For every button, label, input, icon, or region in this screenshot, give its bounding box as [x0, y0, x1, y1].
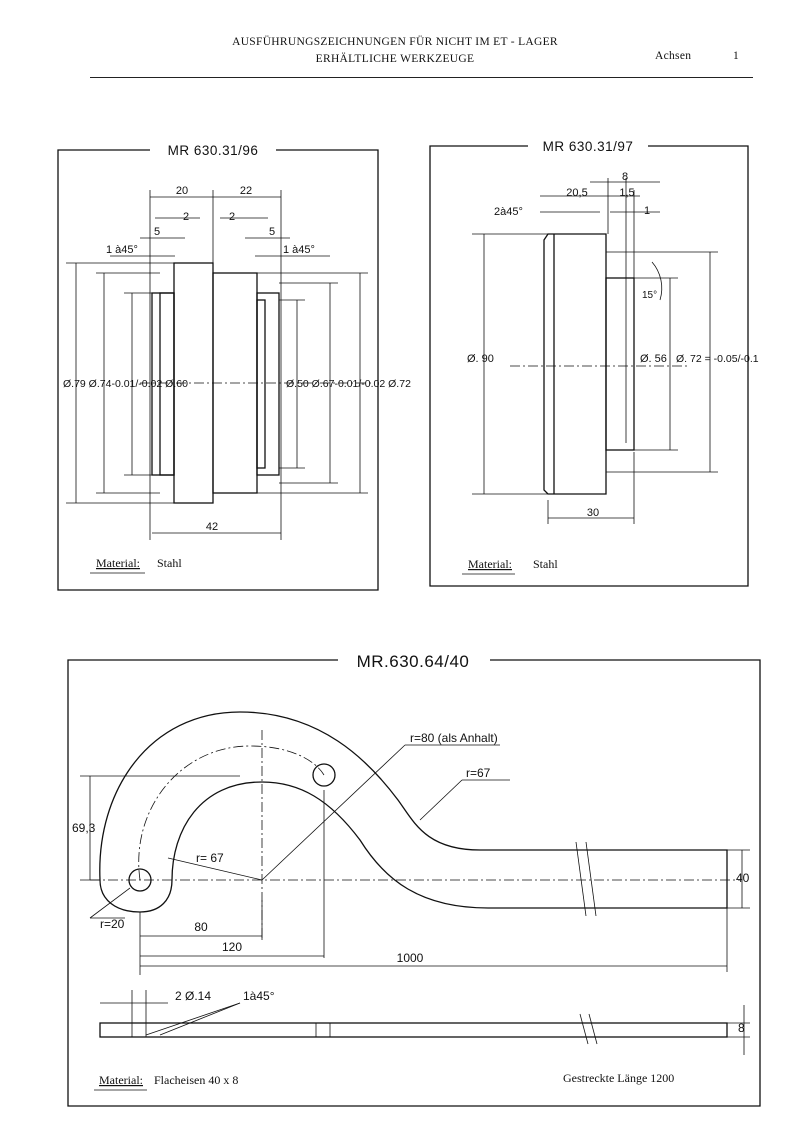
- material-2: Material: Stahl: [462, 557, 558, 575]
- material-value-1: Stahl: [157, 556, 182, 570]
- material-value-2: Stahl: [533, 557, 558, 571]
- dim-69-3: 69,3: [72, 821, 96, 835]
- drawing-mr-630-31-96: MR 630.31/96 20 2: [57, 143, 411, 591]
- frame-drawing-2: [429, 145, 749, 587]
- dim-angle-15: 15°: [642, 290, 657, 301]
- dim-2-left: 2: [183, 211, 189, 223]
- dim-5-right: 5: [269, 226, 275, 238]
- dim-dia-72: Ø. 72 = -0.05/-0.1: [676, 353, 759, 365]
- dimension-labels-3: r=80 (als Anhalt) r=67 r= 67 r=20 69,3 4…: [72, 731, 750, 965]
- stretched-length: Gestreckte Länge 1200: [563, 1071, 674, 1085]
- dimension-lines-1: [66, 190, 368, 540]
- material-label-3: Material:: [99, 1073, 143, 1087]
- dim-30: 30: [587, 507, 599, 519]
- dim-diameters-left: Ø.79 Ø.74-0.01/-0.02 Ø.60: [63, 378, 188, 390]
- dim-120: 120: [222, 940, 242, 954]
- dimension-lines-2: [472, 178, 718, 524]
- part-body-1: [140, 262, 372, 504]
- drawing-1-title: MR 630.31/96: [168, 143, 259, 158]
- header-title-line1: AUSFÜHRUNGSZEICHNUNGEN FÜR NICHT IM ET -…: [232, 36, 558, 48]
- dimension-lines-3: [80, 744, 750, 975]
- dim-r80: r=80 (als Anhalt): [410, 731, 498, 745]
- dim-1000: 1000: [397, 951, 424, 965]
- drawing-2-title: MR 630.31/97: [543, 139, 634, 154]
- dim-chamfer-right: 1 à45°: [283, 244, 315, 256]
- frame-drawing-3: [67, 659, 761, 1107]
- page-number: 1: [733, 50, 740, 62]
- dim-8: 8: [622, 171, 628, 183]
- dim-2-right: 2: [229, 211, 235, 223]
- drawing-mr-630-31-97: MR 630.31/97 8 20,5 1,5 2à45° 1 15° Ø.: [429, 139, 759, 587]
- dim-20-5: 20,5: [566, 187, 587, 199]
- dim-80: 80: [194, 920, 208, 934]
- header-section: Achsen: [655, 50, 692, 62]
- dim-r67-inner: r= 67: [196, 851, 224, 865]
- dim-8-thickness: 8: [738, 1021, 745, 1035]
- material-label-1: Material:: [96, 556, 140, 570]
- header-rule: [90, 77, 753, 78]
- dim-20: 20: [176, 185, 188, 197]
- dim-chamfer-left: 1 à45°: [106, 244, 138, 256]
- dim-40: 40: [736, 871, 750, 885]
- material-value-3: Flacheisen 40 x 8: [154, 1073, 238, 1087]
- dim-dia-56: Ø. 56: [640, 353, 667, 365]
- dim-holes: 2 Ø.14: [175, 989, 211, 1003]
- dim-r20: r=20: [100, 917, 125, 931]
- dim-1: 1: [644, 205, 650, 217]
- material-3: Material: Flacheisen 40 x 8 Gestreckte L…: [94, 1071, 674, 1091]
- dim-22: 22: [240, 185, 252, 197]
- hook-spanner-plan: [90, 711, 740, 940]
- hook-spanner-side: 2 Ø.14 1à45° 8: [99, 989, 750, 1055]
- dim-1-5: 1,5: [619, 187, 634, 199]
- dimension-labels-1: 20 22 2 2 5 5 1 à45° 1 à45° Ø.79 Ø.74-0.…: [63, 185, 411, 533]
- dim-diameters-right: Ø.50 Ø.67-0.01/-0.02 Ø.72: [286, 378, 411, 390]
- dim-42: 42: [206, 521, 218, 533]
- material-label-2: Material:: [468, 557, 512, 571]
- drawing-3-title: MR.630.64/40: [357, 652, 470, 671]
- dim-5-left: 5: [154, 226, 160, 238]
- dim-chamfer-2: 2à45°: [494, 206, 523, 218]
- dim-r67-outer: r=67: [466, 766, 491, 780]
- header-title-line2: ERHÄLTLICHE WERKZEUGE: [315, 53, 475, 65]
- dimension-labels-2: 8 20,5 1,5 2à45° 1 15° Ø. 90 Ø. 56 Ø. 72…: [467, 171, 759, 519]
- drawing-mr-630-64-40: MR.630.64/40 r=80 (als Anhalt) r=67 r= 6…: [67, 652, 761, 1107]
- frame-drawing-1: [57, 149, 379, 591]
- dim-chamfer-3: 1à45°: [243, 989, 275, 1003]
- material-1: Material: Stahl: [90, 556, 182, 574]
- dim-dia-90: Ø. 90: [467, 353, 494, 365]
